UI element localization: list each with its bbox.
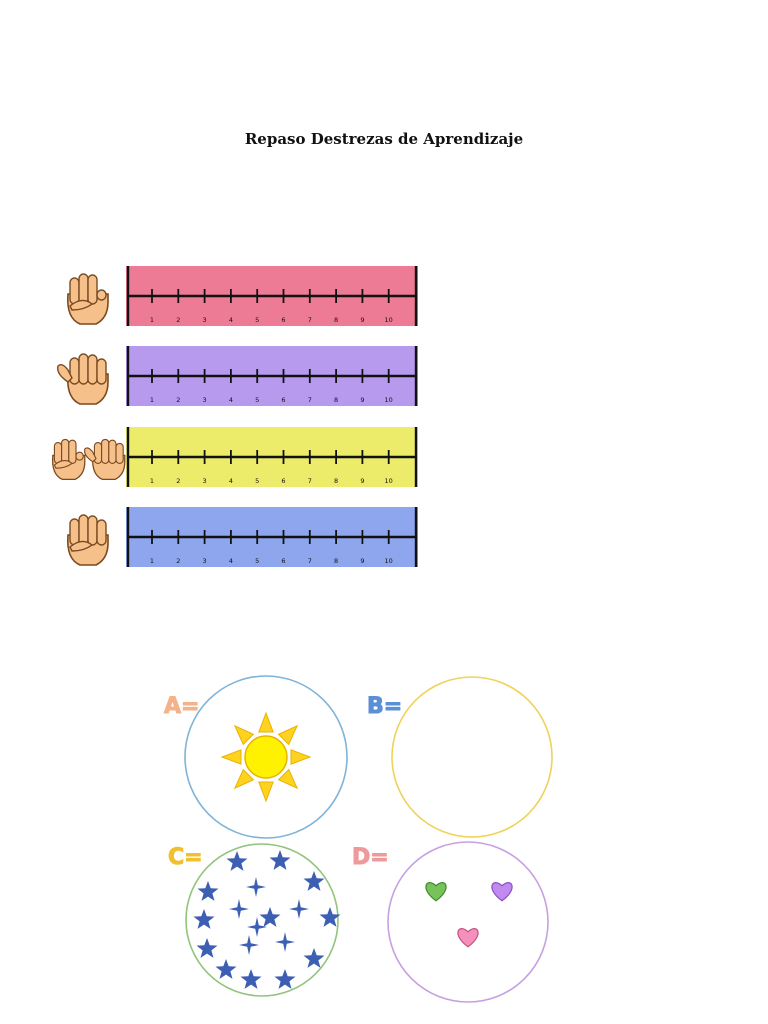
hand-icon: [66, 514, 109, 566]
tick-label: 9: [360, 477, 364, 485]
tick-label: 9: [360, 557, 364, 565]
open-hand-icon: [57, 353, 109, 405]
star-icon: [196, 938, 218, 958]
number-line-row: 1 2 3 4 5 6 7 8 9 10: [40, 346, 430, 408]
set-label: A=: [163, 694, 200, 720]
tick-label: 1: [150, 396, 154, 404]
set-circle-outline: [387, 841, 549, 1003]
set-circle: [387, 841, 549, 1003]
tick-label: 10: [385, 557, 393, 565]
tick-label: 8: [334, 396, 338, 404]
hand-icon: [84, 438, 126, 481]
tick-label: 2: [176, 316, 180, 324]
star-icon: [269, 850, 291, 870]
tick-label: 9: [360, 316, 364, 324]
star-icon: [197, 881, 219, 901]
tick-label: 9: [360, 396, 364, 404]
tick-label: 4: [229, 396, 233, 404]
page-title: Repaso Destrezas de Aprendizaje: [244, 130, 524, 148]
hand-icon: [66, 273, 109, 325]
tick-label: 5: [255, 557, 259, 565]
tick-label: 6: [281, 316, 285, 324]
tick-label: 8: [334, 477, 338, 485]
tick-label: 7: [308, 557, 312, 565]
tick-label: 1: [150, 477, 154, 485]
tick-label: 7: [308, 316, 312, 324]
number-line: 1 2 3 4 5 6 7 8 9 10: [126, 266, 418, 326]
tick-label: 6: [281, 396, 285, 404]
tick-label: 3: [203, 477, 207, 485]
star-icon: [259, 907, 281, 927]
set-label: C=: [168, 845, 204, 871]
tick-label: 5: [255, 316, 259, 324]
number-line-row: 1 2 3 4 5 6 7 8 9 10: [40, 427, 430, 489]
tick-label: 2: [176, 557, 180, 565]
tick-label: 3: [203, 557, 207, 565]
sun-icon: [220, 711, 312, 803]
star-icon: [303, 871, 325, 891]
star-icon: [215, 959, 237, 979]
star-icon: [319, 907, 341, 927]
star-icon: [275, 932, 295, 952]
tick-label: 1: [150, 316, 154, 324]
number-line: 1 2 3 4 5 6 7 8 9 10: [126, 507, 418, 567]
three-fingers-hand-icon: [66, 273, 109, 325]
tick-label: 6: [281, 477, 285, 485]
star-icon: [274, 969, 296, 989]
tick-label: 1: [150, 557, 154, 565]
tick-label: 3: [203, 316, 207, 324]
tick-label: 5: [255, 477, 259, 485]
tick-label: 10: [385, 396, 393, 404]
set-circle: [184, 675, 348, 839]
tick-label: 7: [308, 477, 312, 485]
set-label: B=: [366, 694, 403, 720]
hand-icon: [51, 438, 86, 481]
four-fingers-hand-icon: [66, 514, 109, 566]
tick-label: 4: [229, 557, 233, 565]
number-line-row: 1 2 3 4 5 6 7 8 9 10: [40, 507, 430, 569]
star-icon: [193, 909, 215, 929]
set-circle: [185, 843, 341, 997]
number-line: 1 2 3 4 5 6 7 8 9 10: [126, 427, 418, 487]
hand-icon: [57, 353, 109, 405]
tick-label: 2: [176, 477, 180, 485]
tick-label: 4: [229, 316, 233, 324]
star-icon: [303, 948, 325, 968]
two-hands-icon: [51, 438, 126, 481]
heart-icon: [425, 882, 447, 902]
set-circle-outline: [391, 676, 553, 838]
star-icon: [289, 899, 309, 919]
star-icon: [247, 917, 267, 937]
set-label: D=: [352, 845, 390, 871]
tick-label: 7: [308, 396, 312, 404]
tick-label: 6: [281, 557, 285, 565]
tick-label: 2: [176, 396, 180, 404]
star-icon: [226, 851, 248, 871]
tick-label: 3: [203, 396, 207, 404]
number-line: 1 2 3 4 5 6 7 8 9 10: [126, 346, 418, 406]
heart-icon: [457, 928, 479, 948]
tick-label: 10: [385, 316, 393, 324]
star-icon: [229, 899, 249, 919]
star-icon: [239, 935, 259, 955]
tick-label: 4: [229, 477, 233, 485]
heart-icon: [491, 882, 513, 902]
tick-label: 8: [334, 557, 338, 565]
tick-label: 8: [334, 316, 338, 324]
tick-label: 10: [385, 477, 393, 485]
set-circle-outline: [184, 675, 348, 839]
number-line-row: 1 2 3 4 5 6 7 8 9 10: [40, 266, 430, 328]
set-circle: [391, 676, 553, 838]
star-icon: [246, 877, 266, 897]
set-circle-outline: [185, 843, 339, 997]
tick-label: 5: [255, 396, 259, 404]
star-icon: [240, 969, 262, 989]
